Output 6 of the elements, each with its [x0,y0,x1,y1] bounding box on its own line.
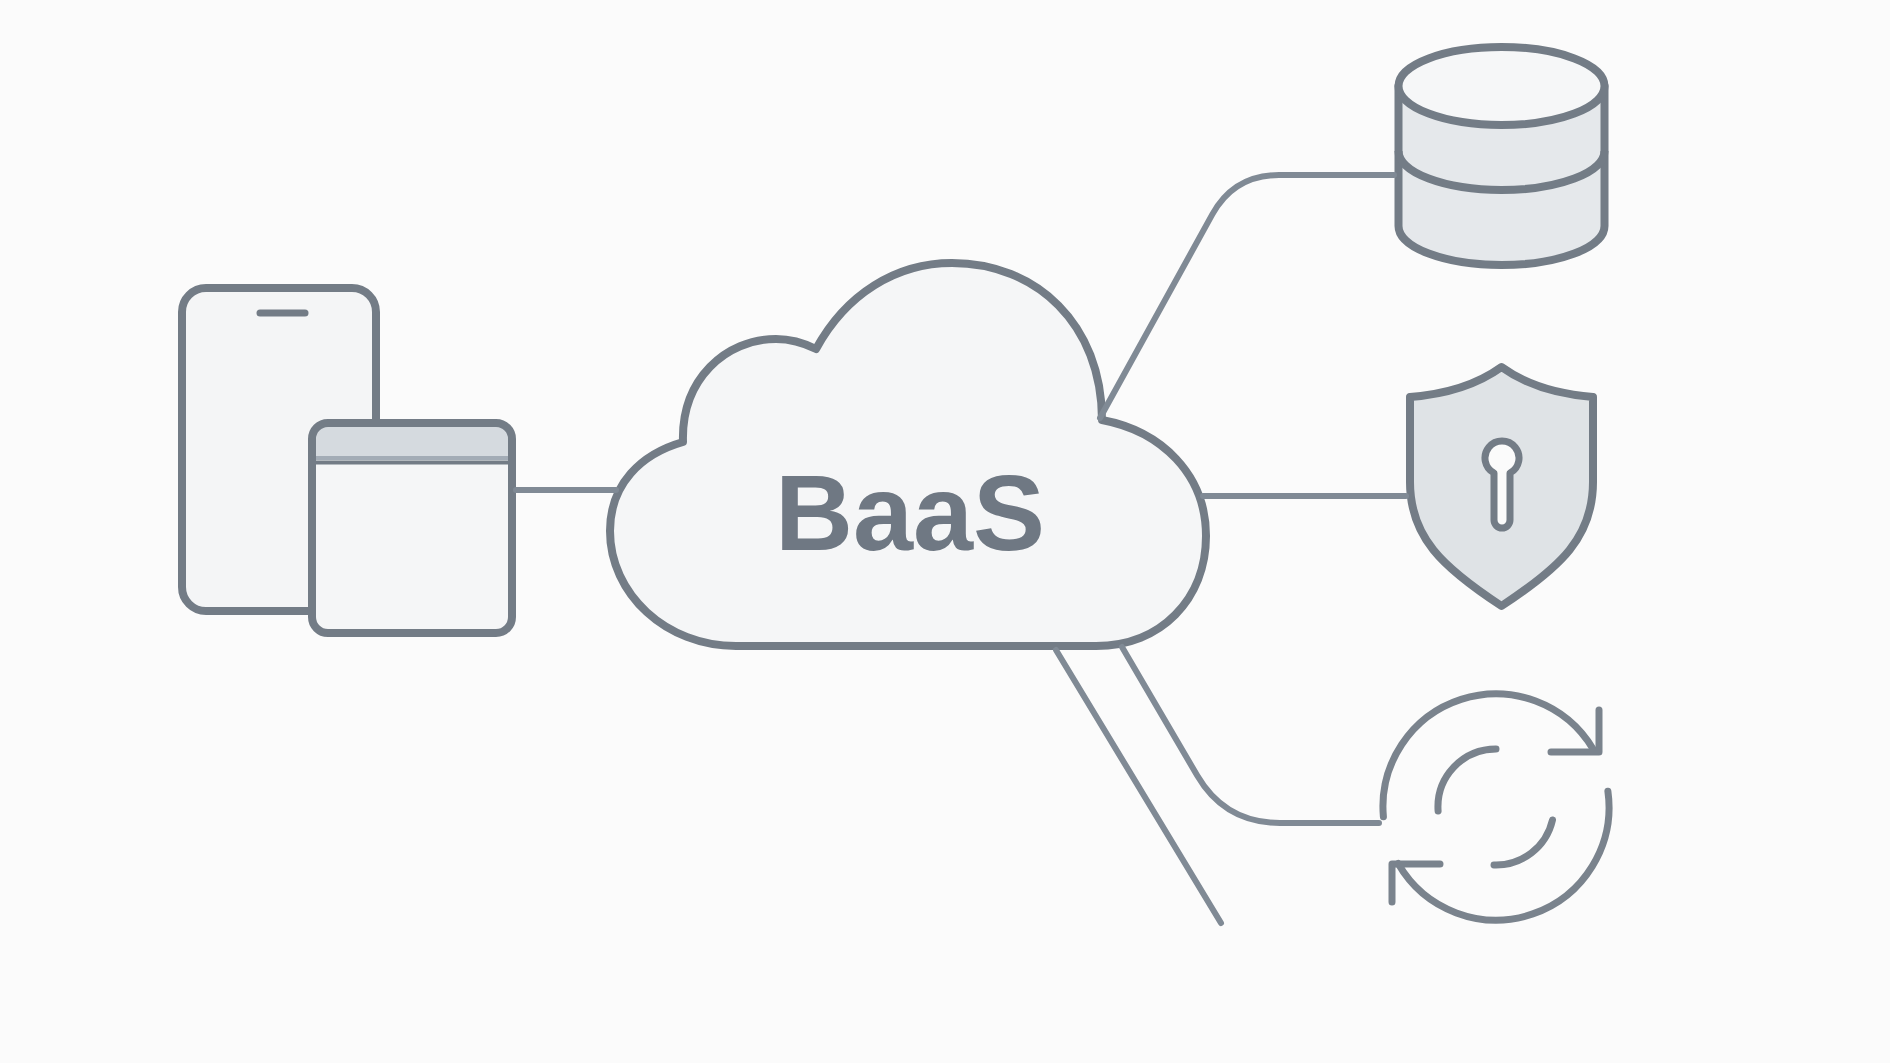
connector-line [1200,493,1409,499]
connector-line [513,487,619,493]
cloud-label: BaaS [774,459,1046,567]
connector-line [1119,644,1382,826]
connector-line [1097,172,1397,421]
connector-line [1053,647,1224,926]
